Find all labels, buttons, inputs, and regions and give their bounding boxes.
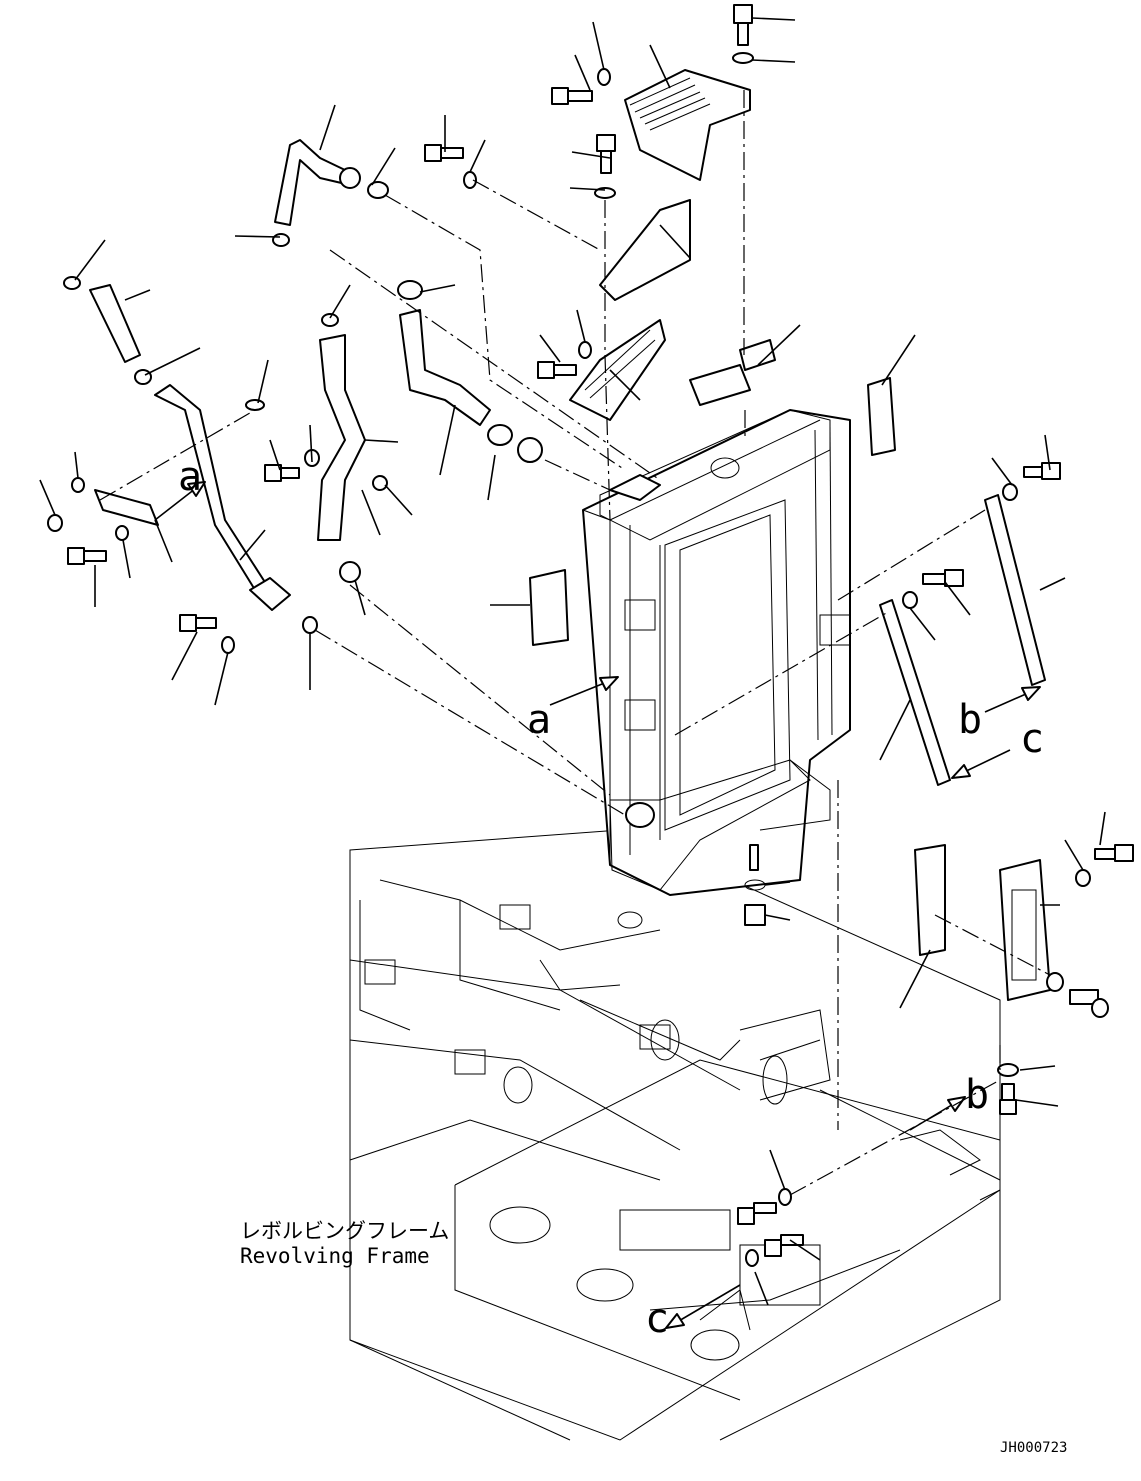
washer-icon [732, 52, 754, 64]
washer-icon [115, 525, 129, 541]
washer-icon [1046, 972, 1064, 992]
bolt-icon [764, 1234, 804, 1257]
caption-japanese: レボルビングフレーム [240, 1219, 449, 1243]
bolt-icon [596, 134, 616, 174]
washer-icon [71, 477, 85, 493]
bolt-icon [1094, 844, 1134, 862]
leader-lines [39, 17, 1106, 1329]
bolt-icon [264, 464, 300, 482]
bolt-icon [733, 4, 753, 46]
bolt-icon [67, 547, 107, 565]
ref-label-c-frame: c [645, 1296, 669, 1342]
washer-icon [597, 68, 611, 86]
bolt-icon [922, 569, 964, 587]
washer-icon [1002, 483, 1018, 501]
revolving-frame [349, 829, 1001, 1441]
ref-label-b-stay: b [958, 697, 982, 743]
washer-icon [221, 636, 235, 654]
caption-english: Revolving Frame [240, 1244, 430, 1268]
upper-parts [63, 69, 1051, 1001]
nut-icon [997, 1063, 1019, 1077]
bolt-icon [999, 1083, 1017, 1115]
radiator-assembly [582, 409, 851, 926]
nut-icon [372, 475, 388, 491]
nut-icon [47, 514, 63, 532]
drawing-code: JH000723 [1000, 1440, 1067, 1456]
ref-label-c-stay: c [1020, 716, 1044, 762]
bolt-icon [424, 144, 464, 162]
washer-icon [902, 591, 918, 609]
bolt-icon [537, 361, 577, 379]
bolt-icon [551, 87, 593, 105]
ref-label-b-frame: b [965, 1072, 989, 1118]
ref-label-a-radiator: a [527, 697, 551, 743]
ref-label-a-pipe: a [178, 454, 202, 500]
washer-icon [1075, 869, 1091, 887]
bolt-icon [1069, 989, 1109, 1018]
assembly-lines [99, 90, 1051, 1196]
bolt-icon [179, 614, 217, 632]
fasteners [47, 4, 1134, 1267]
washer-icon [745, 1249, 759, 1267]
washer-icon [578, 341, 592, 359]
washer-icon [778, 1188, 792, 1206]
bolt-icon [737, 1202, 777, 1225]
bolt-icon [1023, 462, 1061, 480]
